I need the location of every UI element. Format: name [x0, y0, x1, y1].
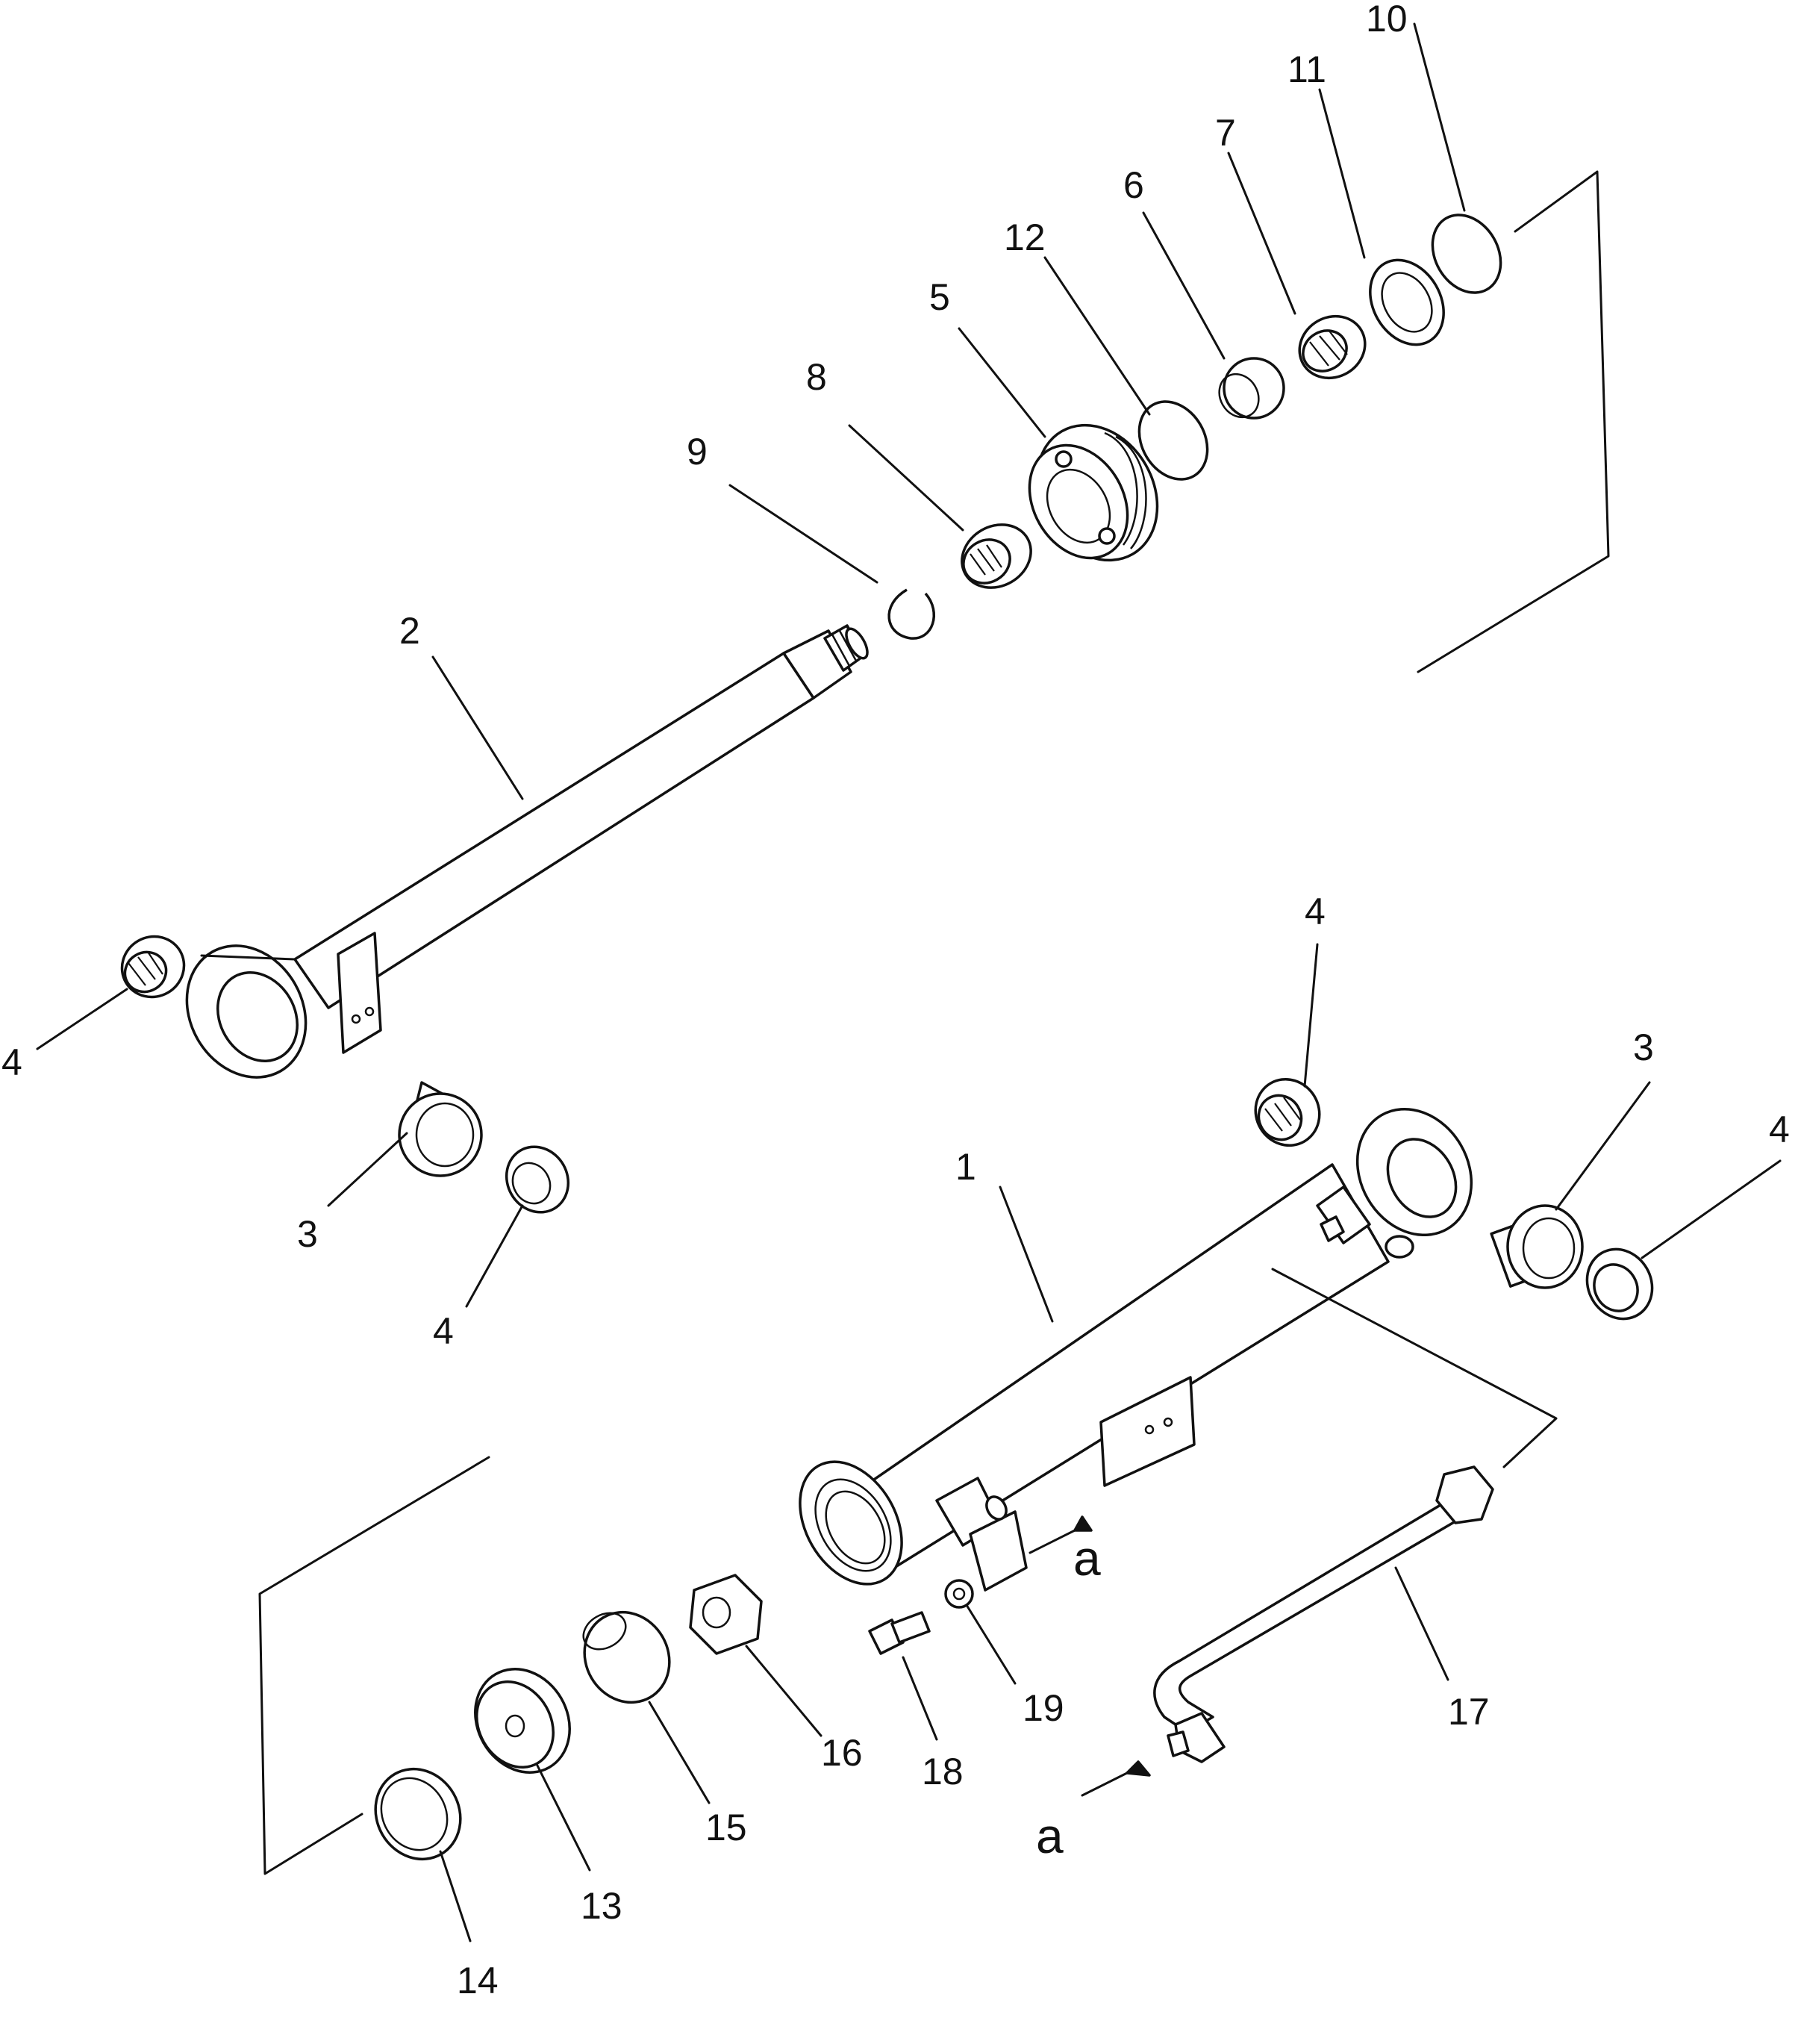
snap-ring — [887, 588, 936, 640]
callout-10: 10 — [1366, 0, 1408, 40]
callout-19: 19 — [1023, 1687, 1064, 1729]
callout-7: 7 — [1215, 112, 1236, 154]
callout-14: 14 — [457, 1960, 499, 2001]
callout-15: 15 — [705, 1807, 747, 1848]
callout-4-rod-left: 4 — [1, 1041, 22, 1083]
callout-5: 5 — [929, 276, 950, 318]
collar-6 — [1218, 357, 1285, 420]
reference-a-upper: a — [1073, 1530, 1101, 1586]
callout-12: 12 — [1004, 216, 1046, 258]
o-ring-10 — [1431, 214, 1502, 294]
callout-2: 2 — [399, 610, 420, 652]
bearing-4-rod-lower — [505, 1145, 570, 1214]
callout-4-tube-upper: 4 — [1305, 891, 1326, 932]
callout-11: 11 — [1287, 49, 1326, 90]
callout-4-tube-lower: 4 — [1769, 1109, 1790, 1150]
pipe-17 — [1153, 1465, 1494, 1763]
piston-13 — [474, 1668, 571, 1774]
callout-17: 17 — [1448, 1691, 1490, 1733]
bolt-18 — [868, 1611, 931, 1655]
bushing-3-left — [398, 1081, 483, 1177]
seal-14 — [374, 1767, 462, 1861]
wear-ring-15 — [582, 1610, 671, 1704]
o-ring-12 — [1137, 400, 1209, 481]
callout-3-right: 3 — [1633, 1026, 1654, 1068]
callout-16: 16 — [821, 1732, 863, 1774]
cylinder-head — [1028, 423, 1159, 562]
bearing-4-tube-upper — [1254, 1077, 1321, 1147]
callout-numbers: 10 11 7 6 12 5 8 9 2 4 3 4 4 3 4 1 16 15… — [1, 0, 1790, 2001]
callout-3-left: 3 — [297, 1213, 318, 1255]
reference-letters: a a — [1036, 1530, 1101, 1863]
bushing-7 — [1298, 314, 1367, 380]
bushing-3-right — [1490, 1204, 1584, 1289]
bearing-4-rod-left — [120, 935, 186, 999]
callout-4-rod-lower: 4 — [433, 1310, 454, 1352]
callout-6: 6 — [1123, 164, 1144, 206]
washer-19 — [944, 1579, 974, 1609]
washer-11 — [1369, 258, 1445, 346]
callout-8: 8 — [806, 356, 827, 398]
piston-rod — [185, 624, 869, 1079]
nut-16 — [689, 1574, 763, 1655]
cylinder-tube — [799, 1107, 1473, 1592]
callout-9: 9 — [687, 431, 708, 473]
callout-18: 18 — [922, 1751, 964, 1792]
reference-a-lower: a — [1036, 1808, 1064, 1863]
callout-1: 1 — [955, 1146, 976, 1188]
leader-lines — [36, 22, 1782, 1942]
callout-13: 13 — [581, 1885, 622, 1927]
bearing-4-tube-lower — [1585, 1247, 1654, 1321]
bushing-8 — [961, 523, 1032, 589]
